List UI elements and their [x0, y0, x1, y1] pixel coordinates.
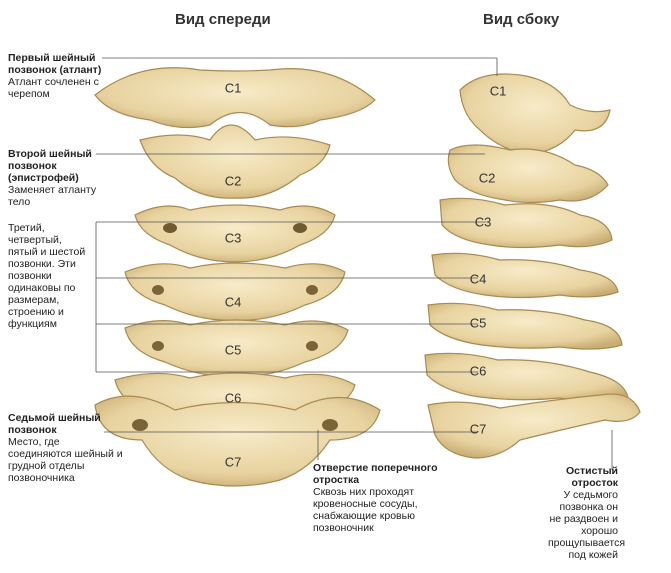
front-label-c2: C2	[224, 173, 242, 189]
front-label-c6: C6	[224, 390, 242, 406]
annotation-foramen-text: Сквозь них проходят кровеносные сосуды, …	[313, 486, 418, 534]
front-label-c3: C3	[224, 230, 242, 246]
leader-lines	[95, 57, 613, 470]
side-c4	[431, 252, 619, 299]
side-label-c2: C2	[478, 170, 496, 186]
side-label-c3: C3	[474, 214, 492, 230]
heading-front-view: Вид спереди	[175, 11, 271, 28]
annotation-spinous: Остистый отросток У седьмого позвонка он…	[548, 465, 625, 561]
annotation-atlas: Первый шейный позвонок (атлант) Атлант с…	[8, 52, 103, 100]
front-label-c7: C7	[224, 454, 242, 470]
front-c7	[94, 395, 381, 487]
annotation-foramen: Отверстие поперечного отростка Сквозь ни…	[313, 462, 441, 534]
annotation-seventh: Седьмой шейный позвонок Место, где соеди…	[8, 412, 126, 484]
side-c6	[424, 352, 629, 403]
side-c3	[439, 197, 613, 249]
annotation-seventh-title: Седьмой шейный позвонок	[8, 412, 101, 436]
side-label-c1: C1	[489, 83, 507, 99]
annotation-atlas-text: Атлант сочленен с черепом	[8, 76, 99, 100]
side-c7	[427, 393, 641, 459]
annotation-middle-text: Третий, четвертый, пятый и шестой позвон…	[8, 222, 86, 330]
annotation-foramen-title: Отверстие поперечного отростка	[313, 462, 438, 486]
side-label-c6: C6	[469, 363, 487, 379]
annotation-axis: Второй шейный позвонок (эпистрофей) Заме…	[8, 148, 103, 208]
side-label-c4: C4	[469, 271, 487, 287]
annotation-axis-title: Второй шейный позвонок (эпистрофей)	[8, 148, 92, 184]
side-c1	[459, 73, 611, 156]
front-label-c1: C1	[224, 80, 242, 96]
side-view-spine	[424, 73, 641, 459]
front-c1	[94, 67, 376, 129]
annotation-axis-text: Заменяет атланту тело	[8, 184, 97, 208]
annotation-spinous-title: Остистый отросток	[565, 465, 618, 489]
front-c3	[134, 204, 336, 263]
annotation-spinous-text: У седьмого позвонка он не раздвоен и хор…	[548, 489, 626, 561]
heading-side-view: Вид сбоку	[483, 11, 560, 28]
side-label-c5: C5	[469, 315, 487, 331]
side-c2	[447, 144, 609, 204]
front-view-spine	[94, 67, 381, 487]
side-c5	[427, 302, 623, 350]
annotation-seventh-text: Место, где соединяются шейный и грудной …	[8, 436, 123, 484]
annotation-middle: Третий, четвертый, пятый и шестой позвон…	[8, 222, 94, 330]
annotation-atlas-title: Первый шейный позвонок (атлант)	[8, 52, 102, 76]
front-label-c5: C5	[224, 342, 242, 358]
side-label-c7: C7	[469, 421, 487, 437]
front-c4	[124, 262, 346, 321]
front-c2	[139, 124, 331, 199]
front-label-c4: C4	[224, 294, 242, 310]
